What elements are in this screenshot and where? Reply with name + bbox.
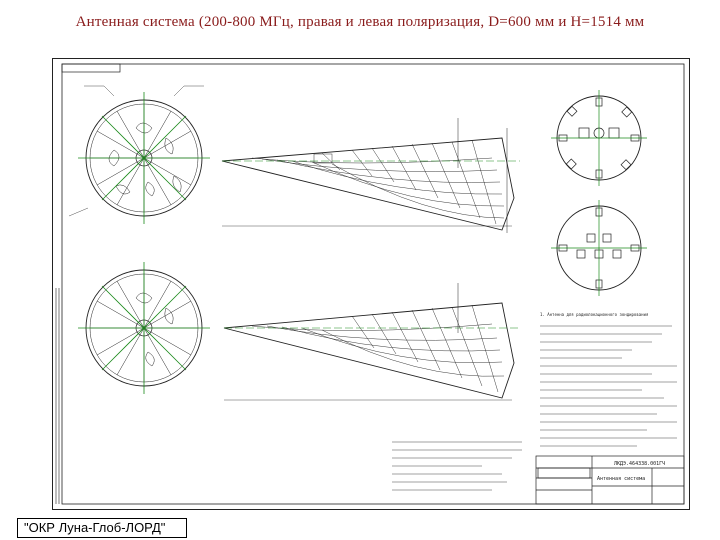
sheet-frame [52,58,690,510]
technical-notes: 1. Антенна для радиолокационного зондиро… [392,312,677,491]
slide-title: Антенная система (200-800 МГц, правая и … [75,14,645,30]
project-label: "ОКР Луна-Глоб-ЛОРД" [17,518,187,538]
stamp-number: ЛКДЭ.464338.001ГЧ [614,461,665,467]
detail-view-top [551,90,647,186]
front-view-lower [78,262,210,394]
detail-view-bottom [551,200,647,296]
title-block [535,455,685,505]
side-view-lower [223,283,520,401]
front-view-upper [68,85,210,224]
engineering-drawing: 1. Антенна для радиолокационного зондиро… [52,58,690,510]
sheet-inner-frame [61,63,685,505]
corner-label-box [61,63,121,73]
stamp-name: Антенная система [597,476,645,482]
side-view-upper [221,118,520,233]
notes-header: 1. Антенна для радиолокационного зондиро… [540,312,648,317]
